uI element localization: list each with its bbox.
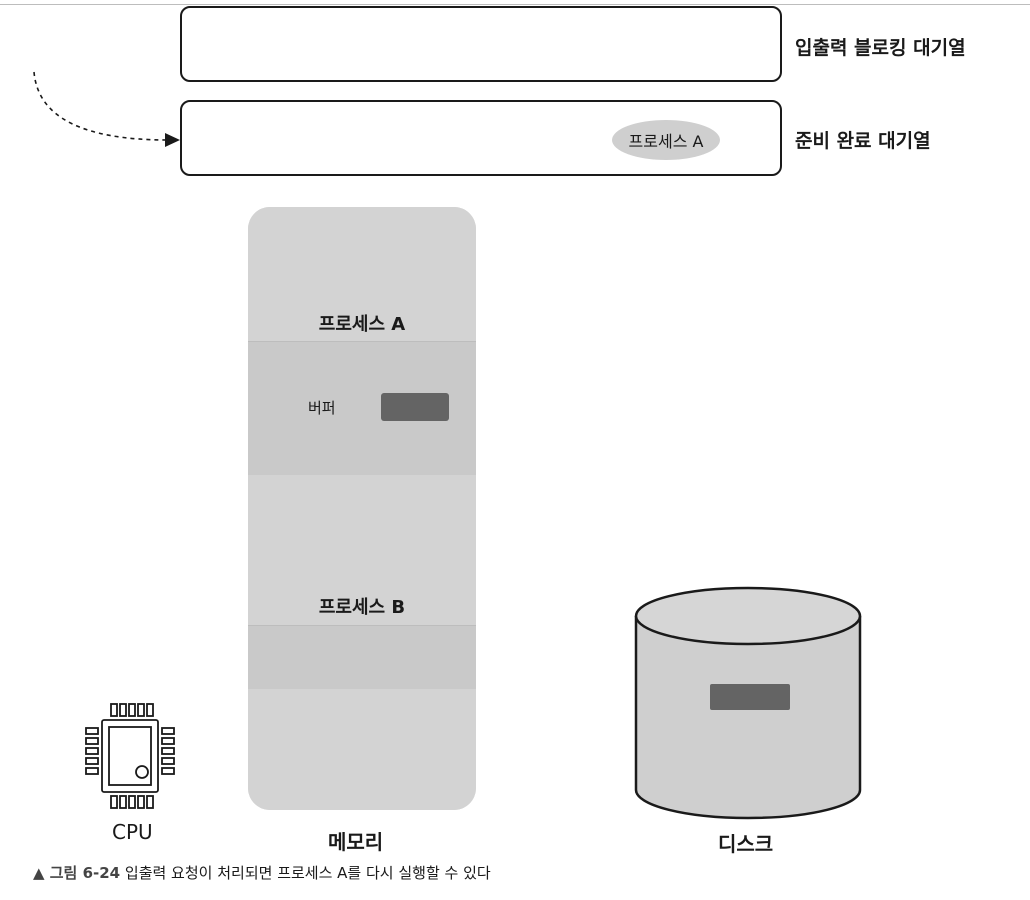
cpu-label: CPU xyxy=(112,820,153,844)
io-blocking-queue-label: 입출력 블로킹 대기열 xyxy=(795,37,966,59)
io-blocking-queue xyxy=(180,6,782,82)
figure-number: ▲ 그림 6-24 xyxy=(33,864,121,882)
memory-label: 메모리 xyxy=(328,830,384,854)
buffer-label: 버퍼 xyxy=(308,399,336,417)
incoming-arrow-icon xyxy=(33,71,180,147)
ready-queue: 프로세스 A xyxy=(180,100,782,176)
cpu-chip-icon xyxy=(85,703,175,809)
buffer-data-block xyxy=(381,393,449,421)
top-rule xyxy=(0,4,1030,5)
disk-label: 디스크 xyxy=(718,832,774,856)
figure-caption-text: 입출력 요청이 처리되면 프로세스 A를 다시 실행할 수 있다 xyxy=(120,864,491,882)
disk-data-block xyxy=(710,684,790,710)
memory-segment-b-header xyxy=(248,475,476,625)
memory-segment-b-body xyxy=(248,625,476,691)
disk-cylinder-icon xyxy=(634,586,862,820)
memory-process-a-label: 프로세스 A xyxy=(318,314,406,335)
memory-segment-free xyxy=(248,689,476,810)
ready-queue-label: 준비 완료 대기열 xyxy=(795,130,931,152)
ready-queue-process-a: 프로세스 A xyxy=(612,120,720,160)
memory-process-b-label: 프로세스 B xyxy=(318,597,406,618)
memory-block: 프로세스 A 버퍼 프로세스 B xyxy=(248,207,476,810)
figure-caption: ▲ 그림 6-24 입출력 요청이 처리되면 프로세스 A를 다시 실행할 수 … xyxy=(33,862,491,883)
memory-segment-a-header xyxy=(248,207,476,341)
